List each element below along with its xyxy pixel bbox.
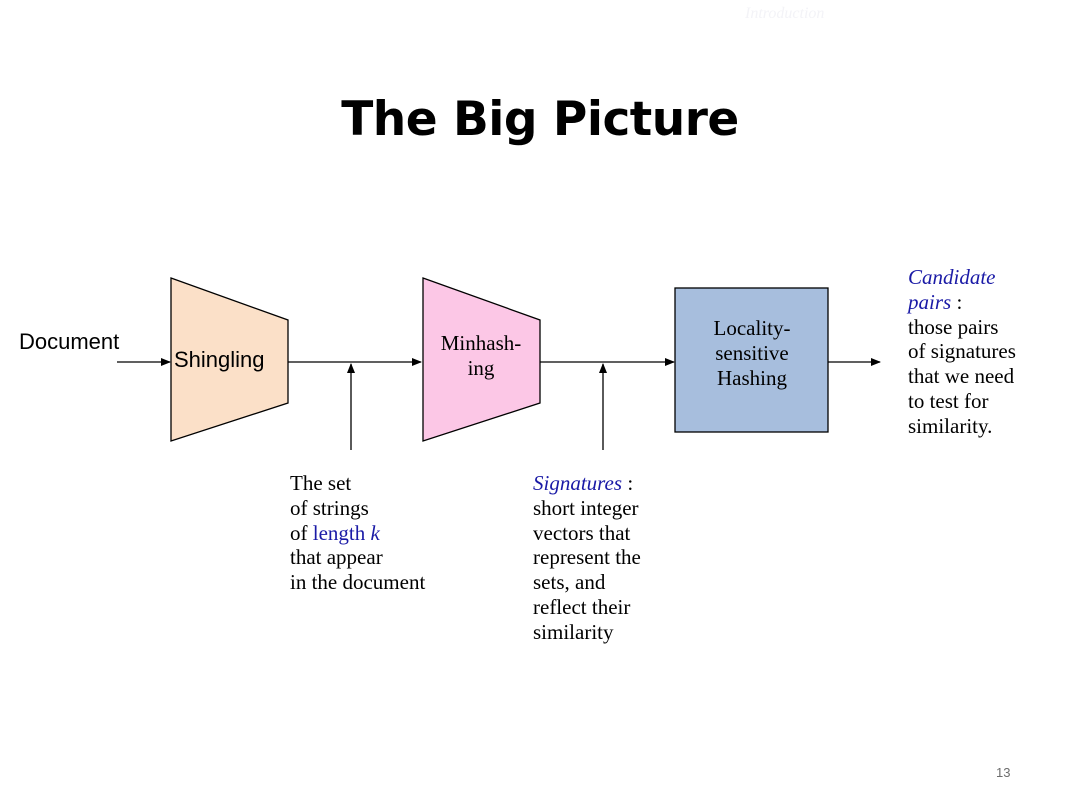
signatures-annotation: Signatures : short integer vectors that … [533, 471, 641, 645]
sets-length-line: of length k [290, 521, 425, 546]
candidates-term: pairs [908, 289, 952, 314]
signatures-line: vectors that [533, 520, 631, 545]
slide-title: The Big Picture [341, 92, 739, 147]
candidates-annotation: Candidate pairs : those pairs of signatu… [908, 265, 1016, 439]
minhashing-label-line: ing [467, 356, 495, 380]
sets-annotation: The set of strings of length k that appe… [290, 471, 425, 595]
minhashing-block [422, 277, 541, 442]
lsh-label-line: Locality- [713, 316, 791, 340]
document-label: Document [19, 329, 120, 354]
signatures-line: similarity [533, 619, 614, 644]
sets-line: of strings [290, 495, 369, 520]
signatures-term: Signatures [533, 471, 623, 495]
signatures-line: sets, and [533, 570, 606, 595]
candidates-line: of signatures [908, 339, 1016, 364]
signatures-line: represent the [533, 545, 641, 570]
lsh-block [674, 287, 829, 433]
sets-length-var: k [370, 520, 380, 545]
candidates-line: those pairs [908, 314, 999, 339]
lsh-label-line: sensitive [715, 341, 789, 365]
sets-line: in the document [290, 570, 426, 595]
signatures-separator: : [622, 471, 634, 495]
candidates-separator: : [951, 289, 963, 314]
signatures-line: short integer [533, 495, 639, 520]
header-text: Introduction [745, 5, 825, 22]
shingling-label: Shingling [174, 347, 265, 372]
page-number: 13 [996, 765, 1011, 780]
signatures-line: reflect their [533, 594, 631, 619]
shingling-block [170, 277, 289, 442]
candidates-term-line1: Candidate [908, 265, 996, 289]
candidates-line: to test for [908, 388, 989, 413]
sets-length-word: length [312, 520, 366, 545]
lsh-label-line: Hashing [717, 366, 787, 390]
lsh-label: Locality- sensitive Hashing [676, 316, 828, 391]
sets-length-prefix: of [290, 520, 313, 545]
sets-line: The set [290, 471, 352, 495]
minhashing-label: Minhash- ing [424, 331, 538, 381]
signatures-term-line: Signatures : [533, 471, 641, 496]
candidates-term-line2: pairs : [908, 290, 1016, 315]
candidates-line: that we need [908, 364, 1015, 389]
minhashing-label-line: Minhash- [440, 331, 522, 355]
sets-line: that appear [290, 545, 383, 570]
candidates-line: similarity. [908, 413, 993, 438]
